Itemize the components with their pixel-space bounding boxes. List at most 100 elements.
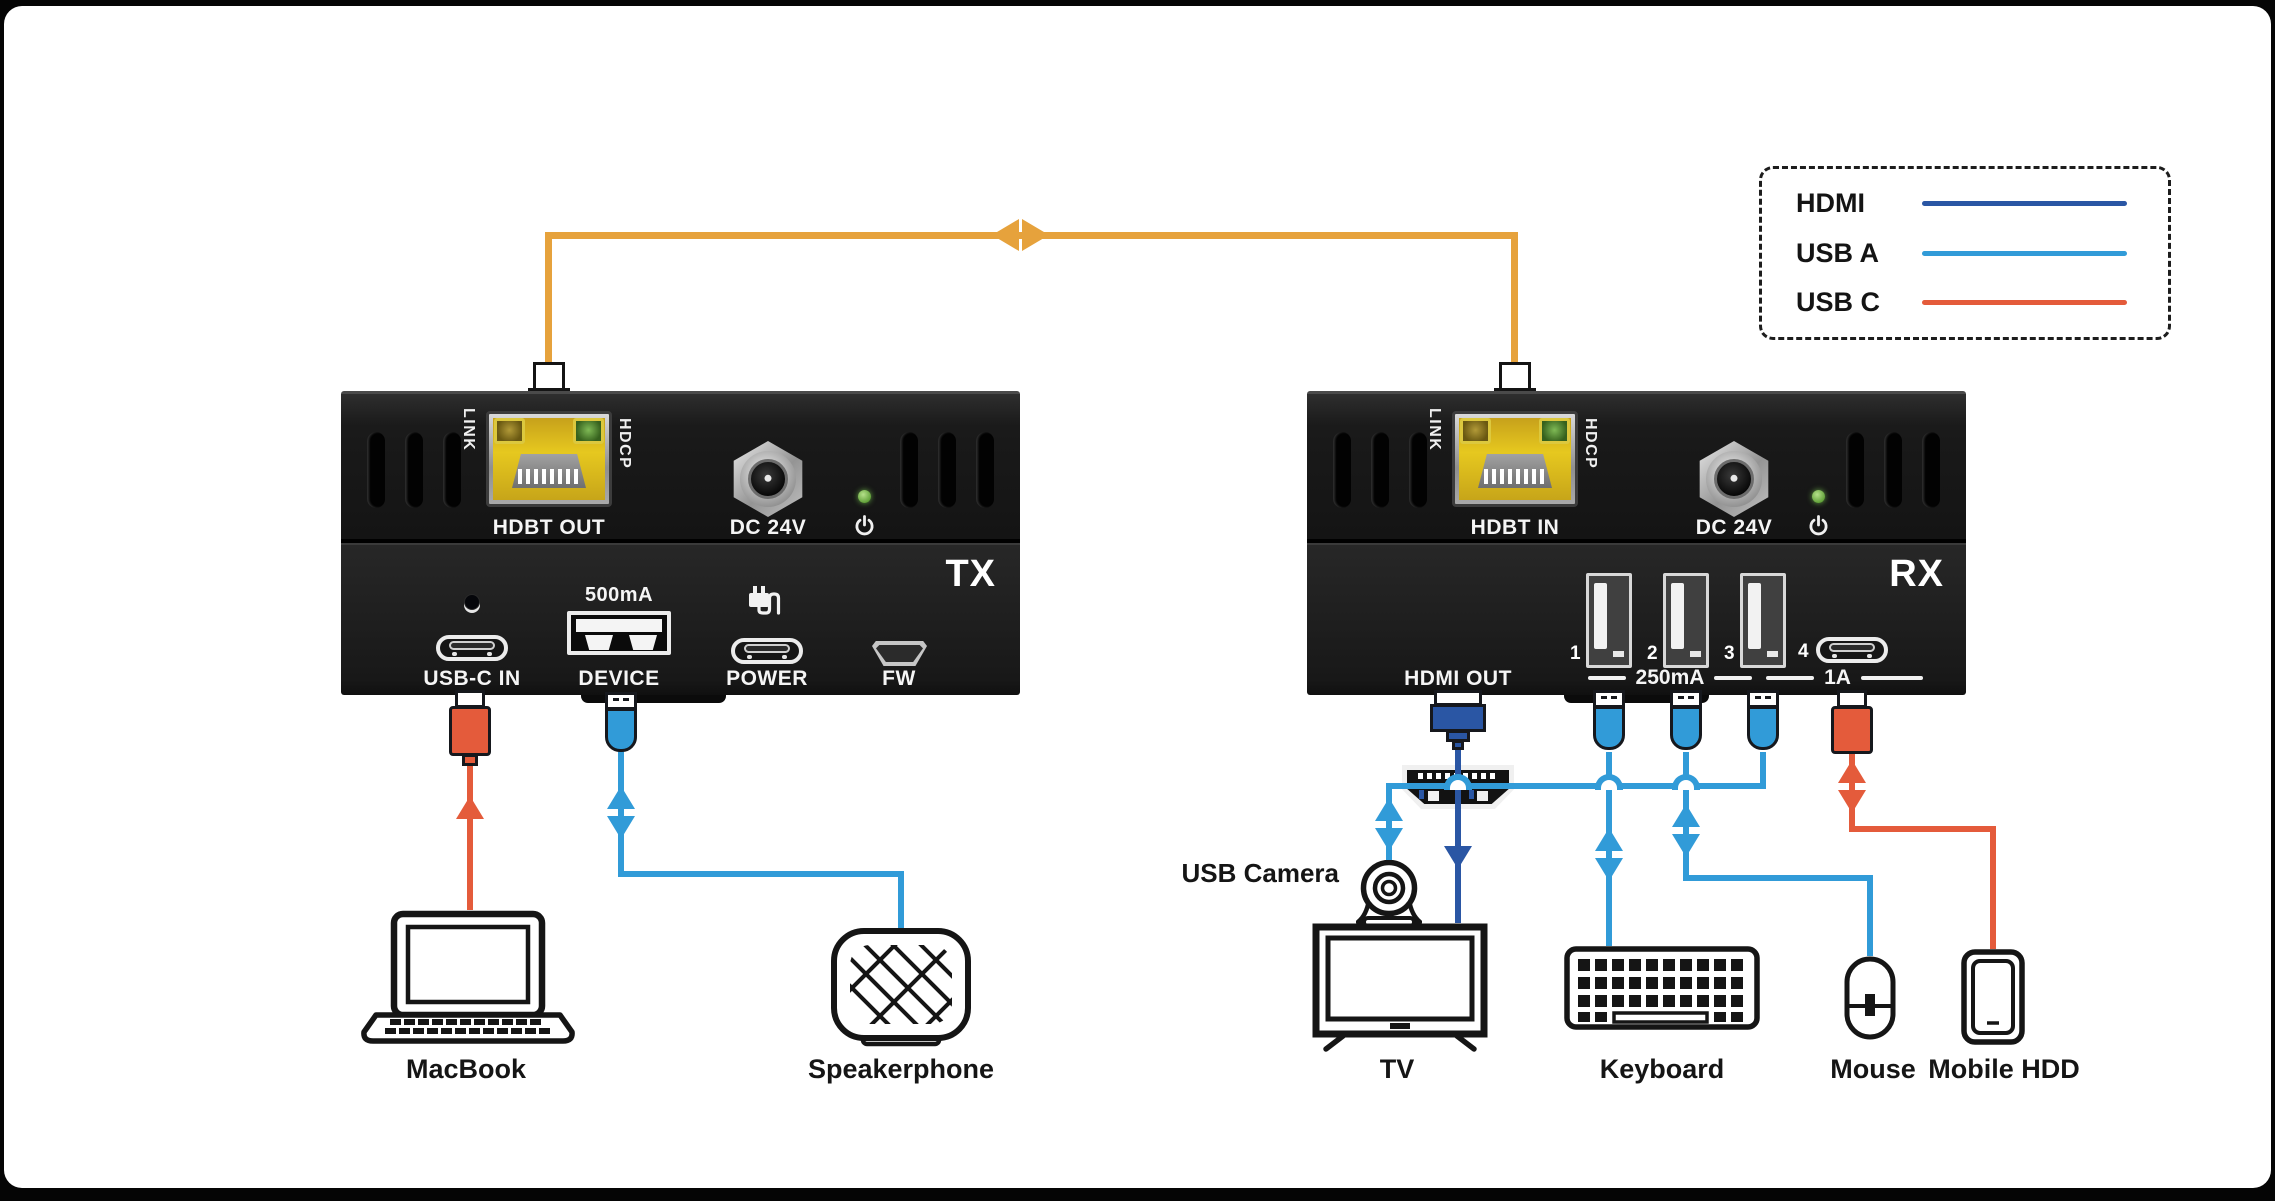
tx-fw-port [872, 641, 927, 666]
tx-dc-label: DC 24V [729, 516, 807, 539]
mobile-hdd-label: Mobile HDD [1928, 1054, 2080, 1084]
power-plug-icon [749, 586, 781, 615]
rx-dc-label: DC 24V [1695, 516, 1773, 539]
usb-a-plug [1670, 706, 1702, 750]
link-led [1460, 418, 1491, 444]
rx-current-1a-label: 1A [1824, 666, 1851, 689]
legend-row-usb-c: USB C [1796, 287, 2134, 318]
tx-hdbt-port [486, 411, 612, 507]
vent-slot [938, 432, 956, 508]
vent-slot [1922, 432, 1940, 508]
vent-slot [1333, 432, 1351, 508]
mouse-icon [1844, 956, 1896, 1040]
mouse-label: Mouse [1830, 1054, 1916, 1084]
hdcp-led [573, 418, 604, 444]
cable-segment [618, 750, 624, 877]
usb-c-plug [449, 706, 491, 756]
tx-link-label: LINK [460, 408, 477, 452]
tx-unit: LINK HDCP HDBT OUT DC 24V TX USB-C IN 50… [341, 391, 1020, 703]
vent-slot [900, 432, 918, 508]
rx-unit: LINK HDCP HDBT IN DC 24V RX HDMI OUT 1 [1307, 391, 1966, 809]
rx-badge: RX [1889, 553, 1944, 595]
rx-port-number-4: 4 [1798, 641, 1809, 662]
rx-dc-jack [1699, 441, 1769, 517]
vent-slot [1409, 432, 1427, 508]
legend-row-hdmi: HDMI [1796, 188, 2134, 219]
vent-slot [976, 432, 994, 508]
rx-hdbt-in-label: HDBT IN [1470, 516, 1560, 539]
tx-usbc-in-label: USB-C IN [423, 667, 521, 690]
tx-badge: TX [945, 553, 996, 595]
tv-icon [1312, 923, 1488, 1052]
rx-usb-port-2 [1663, 573, 1709, 668]
arrow-down-icon [1444, 846, 1472, 869]
rx-top-panel: LINK HDCP HDBT IN DC 24V [1307, 391, 1966, 543]
tx-power-usbc-port [731, 638, 803, 664]
tx-bottom-panel: TX USB-C IN 500mA DEVICE POWER FW [341, 543, 1020, 695]
hdbt-cable-segment [1511, 232, 1518, 364]
tx-device-usb-port [567, 611, 671, 655]
cable-hop [1672, 774, 1700, 790]
rx-power-led [1812, 490, 1825, 503]
rx-link-label: LINK [1426, 408, 1443, 452]
tx-device-label: DEVICE [578, 667, 660, 690]
speakerphone-label: Speakerphone [807, 1054, 995, 1084]
rx-port-number-3: 3 [1724, 643, 1735, 664]
tx-dc-jack [733, 441, 803, 517]
cable-segment [1386, 783, 1766, 789]
tx-hdcp-label: HDCP [616, 418, 633, 470]
arrow-down-icon [1595, 858, 1623, 881]
tx-usbc-in-port [436, 635, 508, 661]
keyboard-icon [1564, 946, 1760, 1030]
cable-segment [1760, 752, 1766, 789]
legend-row-usb-a: USB A [1796, 238, 2134, 269]
rx-usb-port-1 [1586, 573, 1632, 668]
legend-line-usb-a [1922, 250, 2127, 256]
hdmi-plug [1430, 704, 1486, 732]
tx-top-panel: LINK HDCP HDBT OUT DC 24V [341, 391, 1020, 543]
arrow-down-icon [1375, 828, 1403, 851]
speakerphone-icon [831, 928, 971, 1047]
arrow-up-icon [1375, 798, 1403, 821]
usb-a-plug [1593, 706, 1625, 750]
arrow-up-icon [456, 796, 484, 819]
arrow-up-icon [1838, 760, 1866, 783]
cable-segment [618, 871, 904, 877]
link-led [494, 418, 525, 444]
legend-box: HDMI USB A USB C [1759, 166, 2171, 340]
usb-c-plug-neck [462, 754, 478, 766]
legend-line-hdmi [1922, 200, 2127, 206]
rx-usbc-port-4 [1816, 637, 1888, 663]
hdbt-cable-segment [545, 232, 552, 364]
mobile-hdd-icon [1961, 949, 2025, 1045]
cable-segment [1386, 783, 1392, 862]
cable-hop [1595, 774, 1623, 790]
rx-hdcp-label: HDCP [1582, 418, 1599, 470]
tx-reset-hole [464, 594, 480, 610]
cable-hop [1444, 774, 1472, 790]
arrow-up-icon [1672, 804, 1700, 827]
cable-segment [1683, 875, 1873, 881]
cable-segment [1455, 750, 1461, 923]
rx-foot [1564, 695, 1709, 703]
arrow-down-icon [1838, 790, 1866, 813]
arrow-up-icon [607, 786, 635, 809]
legend-label-usb-a: USB A [1796, 237, 1880, 268]
hdbt-arrow-left-icon [992, 219, 1019, 251]
tx-device-current-label: 500mA [584, 584, 654, 606]
arrow-down-icon [607, 816, 635, 839]
vent-slot [1884, 432, 1902, 508]
arrow-up-icon [1595, 828, 1623, 851]
cable-segment [1849, 826, 1996, 832]
rx-port-number-2: 2 [1647, 643, 1658, 664]
power-icon [855, 515, 874, 536]
cable-segment [467, 764, 473, 910]
tx-fw-label: FW [882, 667, 916, 690]
rx-current-250ma: 250mA [1565, 664, 1775, 692]
tx-power-led [858, 490, 871, 503]
legend-label-usb-c: USB C [1796, 287, 1881, 318]
vent-slot [1846, 432, 1864, 508]
usb-camera-icon [1356, 860, 1422, 928]
macbook-icon [361, 910, 575, 1044]
